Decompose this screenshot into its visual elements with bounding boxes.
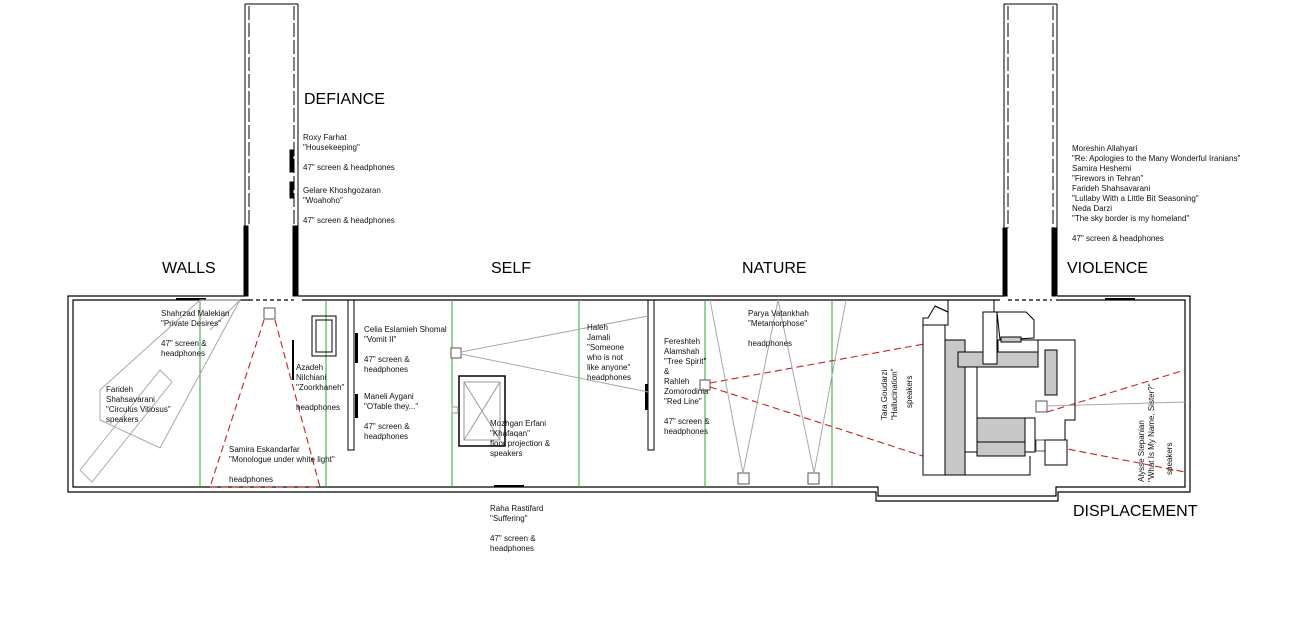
label-fereshteh-alamshah: Fereshteh Alamshah "Tree Spirit" & Rahle… [664,337,710,436]
label-roxy-farhat: Roxy Farhat "Housekeeping" 47" screen & … [303,133,395,172]
section-violence: VIOLENCE [1067,260,1148,277]
devices [263,307,1048,485]
zoorkhaneh-box [311,315,337,357]
label-azadeh-nilchiani: Azadeh Nilchiani "Zoorkhaneh" headphones [296,363,345,412]
left-tower [243,3,299,297]
label-tara-goudarzi: Tara Goudarzi "Hallucination" [880,368,899,420]
label-farideh-shahsavarani: Farideh Shahsavarani "Circulus Vitiosus"… [106,385,171,424]
label-alysse-speakers: speakers [1165,442,1174,475]
screens [176,298,1135,487]
label-raha-rastifard: Raha Rastifard "Suffering" 47" screen & … [490,504,544,553]
floor-projection [451,375,506,447]
section-nature: NATURE [742,260,807,277]
green-dividers [199,300,833,487]
label-samira-eskandarfar: Samira Eskandarfar "Monologue under whit… [229,445,335,484]
right-tower [1002,3,1058,297]
displacement-structure [922,305,1076,476]
label-tara-speakers: speakers [905,375,914,408]
label-shahrzad-malekian: Shahrzad Malekian "Private Desires" 47" … [161,309,230,358]
section-defiance: DEFIANCE [304,91,385,108]
sound-cones [209,319,1186,488]
label-haleh-jamali: Haleh Jamali "Someone who is not like an… [587,323,632,382]
projection-lines [79,299,1186,483]
label-gelare-khoshgozaran: Gelare Khoshgozaran "Woahoho" 47" screen… [303,186,395,225]
section-displacement: DISPLACEMENT [1073,503,1198,520]
section-self: SELF [491,260,532,277]
label-mozhgan-erfani: Mozhgan Erfani "Khafaqan" floor projecti… [490,419,551,458]
label-celia-eslamieh: Celia Eslamieh Shomal "Vomit II" 47" scr… [364,325,447,374]
label-moreshin-allahyari: Moreshin Allahyari "Re: Apologies to the… [1072,144,1241,243]
label-maneli-aygani: Maneli Aygani "O'fable they..." 47" scre… [364,392,419,441]
label-alysse-stepanian: Alysse Stepanian "What Is My Name, Siste… [1137,383,1156,482]
label-parya-vatankhah: Parya Vatankhah "Metamorphose" headphone… [748,309,809,348]
section-walls: WALLS [162,260,216,277]
